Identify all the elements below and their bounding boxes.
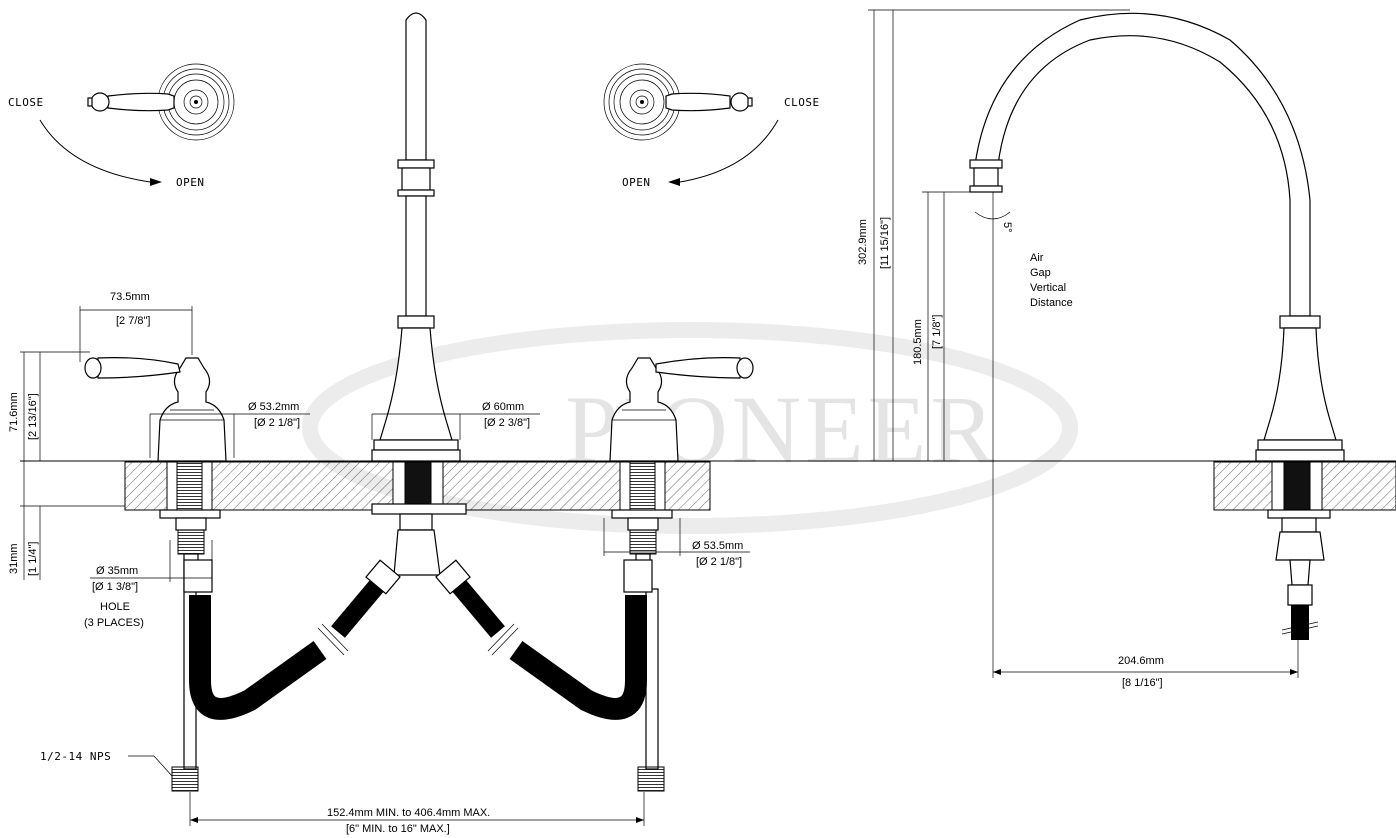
dim-reach-mm: 204.6mm [1118, 655, 1164, 667]
dim-outlet-height-mm: 180.5mm [912, 319, 924, 365]
dim-angle: 5° [1001, 222, 1013, 233]
dim-valve-under-mm: Ø 53.5mm [692, 540, 743, 552]
dim-spout-base-in: [Ø 2 3/8"] [484, 417, 530, 429]
dim-hole-in: [Ø 1 3/8"] [92, 581, 138, 593]
right-close-label: CLOSE [784, 96, 820, 109]
dim-hole-mm: Ø 35mm [96, 565, 138, 577]
dim-handle-height-in: [2 13/16"] [27, 393, 39, 440]
dim-spout-base-mm: Ø 60mm [482, 401, 524, 413]
air-gap-line-2: Gap [1030, 267, 1051, 279]
right-open-label: OPEN [622, 176, 651, 189]
dim-spread-mm: 152.4mm MIN. to 406.4mm MAX. [327, 807, 490, 819]
dim-hole-places: (3 PLACES) [84, 617, 144, 629]
dim-total-height-in: [11 15/16"] [879, 217, 891, 269]
dim-spread-in: [6" MIN. to 16" MAX.] [346, 823, 450, 835]
air-gap-line-4: Distance [1030, 297, 1073, 309]
dim-handle-height-mm: 71.6mm [8, 392, 20, 432]
dim-connection: 1/2-14 NPS [40, 750, 111, 763]
dim-outlet-height-in: [7 1/8"] [931, 315, 943, 349]
air-gap-line-3: Vertical [1030, 282, 1066, 294]
dim-valve-base-mm: Ø 53.2mm [248, 401, 299, 413]
front-dimensions: 73.5mm [2 7/8"] 71.6mm [2 13/16"] 31mm [… [8, 291, 750, 835]
front-deck [20, 460, 1396, 511]
dim-valve-under-in: [Ø 2 1/8"] [696, 556, 742, 568]
dim-handle-width-mm: 73.5mm [110, 291, 150, 303]
spout-front [371, 12, 467, 576]
side-dimensions: 302.9mm [11 15/16"] 180.5mm [7 1/8"] Air… [857, 9, 1299, 689]
air-gap-line-1: Air [1030, 252, 1044, 264]
dim-reach-in: [8 1/16"] [1122, 677, 1163, 689]
dim-handle-width-in: [2 7/8"] [116, 315, 150, 327]
dim-valve-base-in: [Ø 2 1/8"] [254, 417, 300, 429]
right-handle-top-view: CLOSE OPEN [603, 63, 820, 189]
dim-total-height-mm: 302.9mm [857, 219, 869, 265]
right-valve-front [609, 357, 754, 792]
dim-hole-note: HOLE [100, 601, 130, 613]
side-view: 5° [969, 12, 1396, 678]
dim-deck-in: [1 1/4"] [27, 542, 39, 576]
dim-deck-mm: 31mm [8, 543, 20, 574]
left-handle-top-view: CLOSE OPEN [8, 63, 235, 189]
left-open-label: OPEN [176, 176, 205, 189]
left-close-label: CLOSE [8, 96, 44, 109]
supply-hoses [183, 559, 653, 720]
